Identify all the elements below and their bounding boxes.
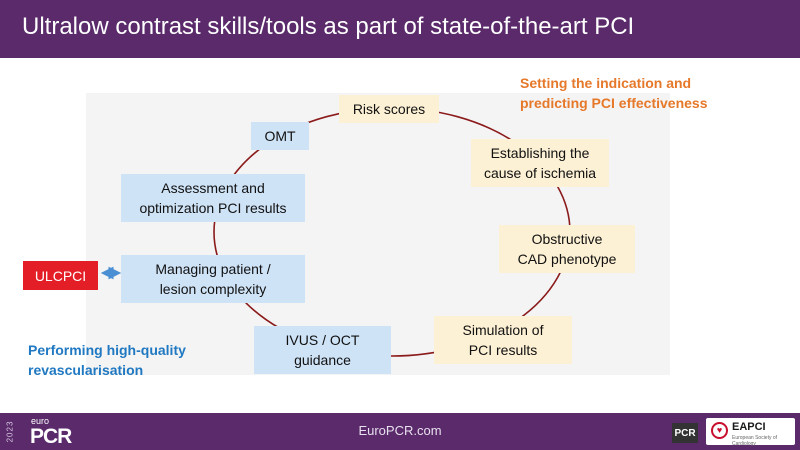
europcr-logo-euro: euro bbox=[31, 416, 50, 426]
simulation-box: Simulation of PCI results bbox=[434, 316, 572, 364]
heart-icon: ♥ bbox=[711, 422, 728, 439]
eapci-subtitle: European Society of Cardiology bbox=[732, 435, 778, 447]
slide-header: Ultralow contrast skills/tools as part o… bbox=[0, 0, 800, 58]
footer-url[interactable]: EuroPCR.com bbox=[358, 423, 442, 438]
eapci-name: EAPCI bbox=[732, 421, 766, 433]
ulcpci-box: ULCPCI bbox=[23, 261, 98, 290]
performing-note: Performing high-quality revascularisatio… bbox=[28, 342, 186, 378]
establishing-box: Establishing the cause of ischemia bbox=[471, 139, 609, 187]
managing-box: Managing patient / lesion complexity bbox=[121, 255, 305, 303]
eapci-logo: ♥ EAPCI European Society of Cardiology bbox=[706, 418, 795, 447]
ivus-box: IVUS / OCT guidance bbox=[254, 326, 391, 374]
assessment-box: Assessment and optimization PCI results bbox=[121, 174, 305, 222]
slide-title: Ultralow contrast skills/tools as part o… bbox=[22, 13, 635, 40]
pcr-badge-logo: PCR bbox=[672, 423, 698, 443]
europcr-logo: PCR bbox=[30, 425, 72, 448]
slide-footer: 2023 euro PCR EuroPCR.com bbox=[0, 413, 800, 450]
omt-box: OMT bbox=[251, 122, 309, 150]
risk-scores-box: Risk scores bbox=[339, 95, 439, 123]
obstructive-box: Obstructive CAD phenotype bbox=[499, 225, 635, 273]
indication-note: Setting the indication and predicting PC… bbox=[520, 75, 708, 111]
